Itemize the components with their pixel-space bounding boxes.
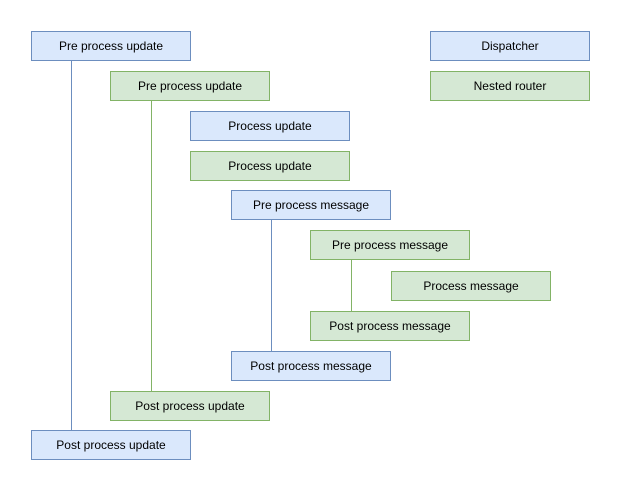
- node-label: Process message: [423, 279, 519, 293]
- node-label: Pre process message: [331, 238, 449, 252]
- node-label: Pre process message: [252, 198, 370, 212]
- node-post-process-update-green: Post process update: [110, 391, 270, 421]
- node-label: Process update: [228, 119, 312, 133]
- node-nested-router: Nested router: [430, 71, 590, 101]
- node-pre-process-message-blue: Pre process message: [231, 190, 391, 220]
- node-label: Pre process update: [58, 39, 164, 53]
- node-label: Pre process update: [137, 79, 243, 93]
- node-process-update-green: Process update: [190, 151, 350, 181]
- node-process-update-blue: Process update: [190, 111, 350, 141]
- node-pre-process-update-blue: Pre process update: [31, 31, 191, 61]
- connector-pre-to-post-update-blue: [71, 61, 72, 430]
- node-label: Post process update: [56, 438, 166, 452]
- node-label: Post process message: [329, 319, 451, 333]
- node-pre-process-update-green: Pre process update: [110, 71, 270, 101]
- connector-pre-to-post-update-green: [151, 101, 152, 391]
- node-pre-process-message-green: Pre process message: [310, 230, 470, 260]
- node-post-process-update-blue: Post process update: [31, 430, 191, 460]
- node-label: Post process update: [135, 399, 245, 413]
- node-label: Dispatcher: [481, 39, 539, 53]
- node-process-message: Process message: [391, 271, 551, 301]
- connector-pre-to-post-message-blue: [271, 220, 272, 351]
- node-post-process-message-green: Post process message: [310, 311, 470, 341]
- connector-pre-to-post-message-green: [351, 260, 352, 311]
- node-dispatcher: Dispatcher: [430, 31, 590, 61]
- node-label: Process update: [228, 159, 312, 173]
- node-post-process-message-blue: Post process message: [231, 351, 391, 381]
- node-label: Nested router: [473, 79, 547, 93]
- node-label: Post process message: [250, 359, 372, 373]
